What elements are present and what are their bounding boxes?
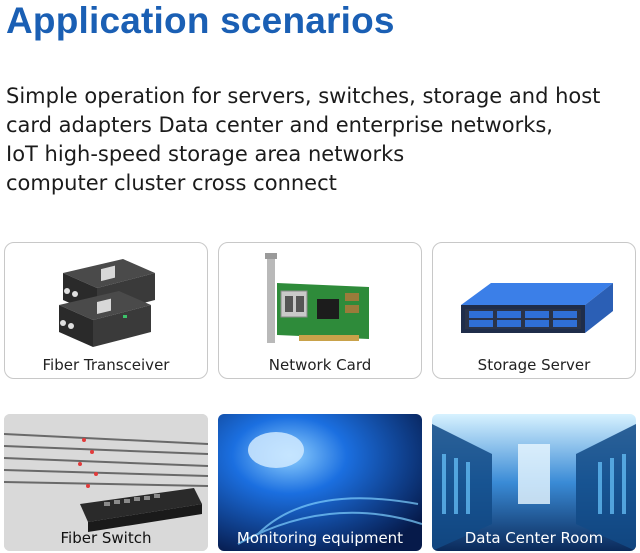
monitoring-equipment-image [218,414,422,551]
card-label: Storage Server [477,356,591,374]
card-fiber-transceiver: Fiber Transceiver [4,242,208,379]
storage-server-image [461,283,613,333]
network-card-image [265,253,369,343]
card-label: Fiber Switch [60,529,152,547]
fiber-transceiver-image [59,259,155,347]
description-line: IoT high-speed storage area networks [6,142,405,166]
card-label: Network Card [268,356,372,374]
card-fiber-switch: Fiber Switch [4,414,208,551]
description-line: computer cluster cross connect [6,171,337,195]
card-label: Data Center Room [464,529,604,547]
data-center-room-image [432,414,636,551]
card-network-card: Network Card [218,242,422,379]
fiber-switch-image [4,414,208,551]
card-label: Monitoring equipment [236,529,404,547]
card-label: Fiber Transceiver [42,356,170,374]
card-data-center-room: Data Center Room [432,414,636,551]
description-line: Simple operation for servers, switches, … [6,84,601,108]
card-storage-server: Storage Server [432,242,636,379]
card-monitoring-equipment: Monitoring equipment [218,414,422,551]
description: Simple operation for servers, switches, … [6,82,636,198]
description-line: card adapters Data center and enterprise… [6,113,553,137]
page-title: Application scenarios [6,0,395,41]
